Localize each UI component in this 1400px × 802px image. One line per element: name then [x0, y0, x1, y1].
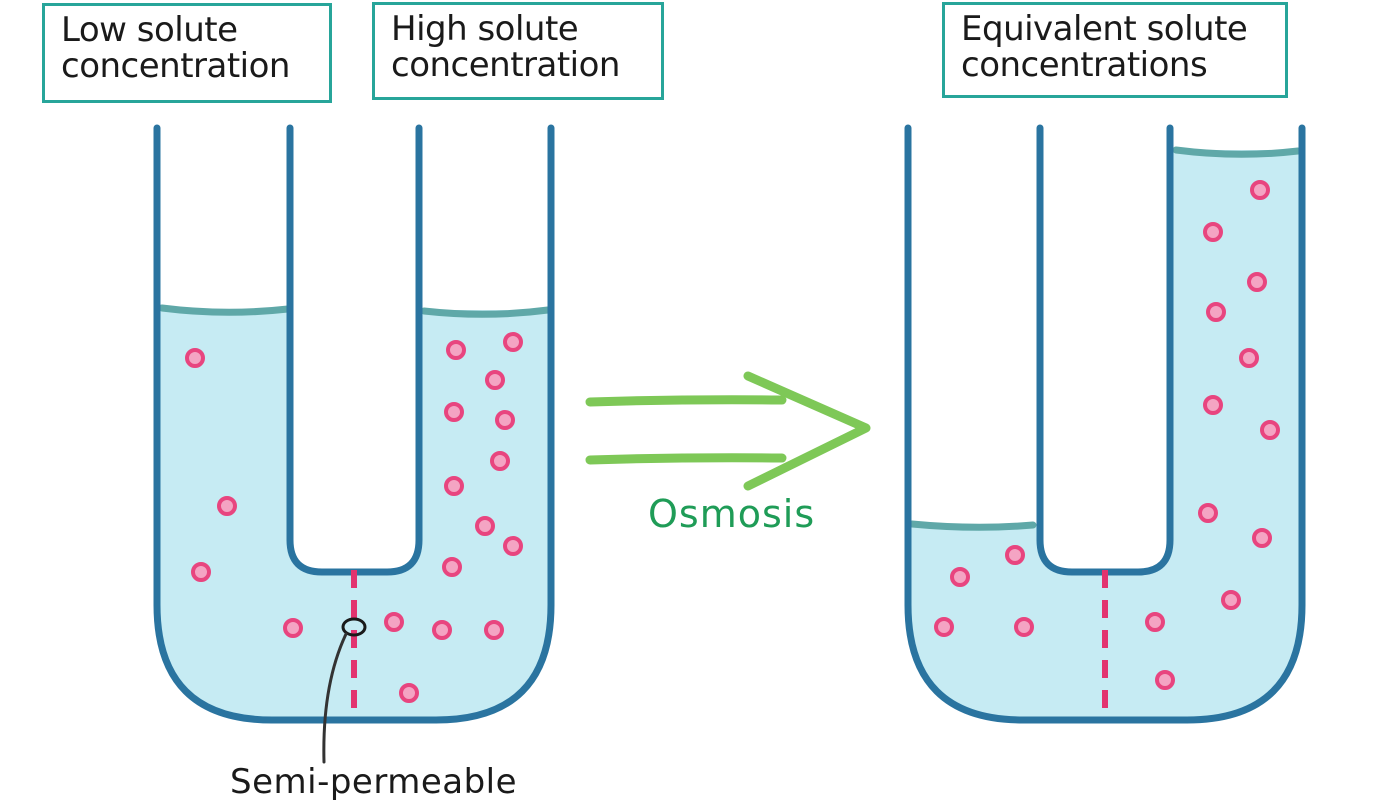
solute-particle: [191, 562, 211, 582]
solute-particle: [934, 617, 954, 637]
equivalent-concentration-label: Equivalent solute concentrations: [942, 2, 1288, 98]
solute-particle: [484, 620, 504, 640]
solute-particle: [490, 451, 510, 471]
label-line: Equivalent solute: [961, 9, 1248, 49]
membrane-callout-circle: [341, 617, 367, 637]
solute-particle: [503, 332, 523, 352]
tube-outer-wall: [904, 124, 1306, 724]
solute-particle: [1203, 395, 1223, 415]
arrow-head: [743, 371, 871, 491]
solute-particle: [1221, 590, 1241, 610]
liquid-after: [908, 150, 1302, 720]
solute-particle: [495, 410, 515, 430]
solute-particle: [1250, 180, 1270, 200]
solute-particle: [185, 348, 205, 368]
meniscus-left: [158, 304, 292, 316]
solute-particles-before: [185, 332, 523, 703]
osmosis-arrow: [585, 371, 871, 491]
solute-particle: [399, 683, 419, 703]
solute-particle: [283, 618, 303, 638]
solute-particle: [1239, 348, 1259, 368]
solute-particle: [1260, 420, 1280, 440]
tube-inner-wall: [286, 124, 423, 576]
solute-particle: [384, 612, 404, 632]
membrane-callout-line: [322, 632, 348, 764]
label-line: concentrations: [961, 45, 1208, 85]
solute-particle: [1203, 222, 1223, 242]
solute-particles-after: [934, 180, 1280, 690]
u-tube-before: [153, 124, 555, 764]
solute-particle: [1155, 670, 1175, 690]
solute-particle: [217, 496, 237, 516]
arrow-shaft-bottom: [585, 453, 787, 465]
solute-particle: [1247, 272, 1267, 292]
solute-particle: [475, 516, 495, 536]
solute-particle: [444, 402, 464, 422]
u-tube-after: [904, 124, 1306, 724]
solute-particle: [950, 567, 970, 587]
solute-particle: [1206, 302, 1226, 322]
meniscus-right: [1172, 146, 1302, 158]
osmosis-label: Osmosis: [648, 492, 816, 536]
tube-outer-wall: [153, 124, 555, 724]
semi-permeable-label: Semi-permeable: [230, 762, 518, 802]
meniscus-right: [420, 306, 552, 318]
label-line: concentration: [61, 46, 290, 86]
solute-particle: [1014, 617, 1034, 637]
solute-particle: [1005, 545, 1025, 565]
solute-particle: [432, 620, 452, 640]
solute-particle: [503, 536, 523, 556]
solute-particle: [1145, 612, 1165, 632]
solute-particle: [1198, 503, 1218, 523]
solute-particle: [442, 557, 462, 577]
label-line: concentration: [391, 45, 620, 85]
high-concentration-label: High solute concentration: [372, 2, 664, 100]
solute-particle: [446, 340, 466, 360]
label-line: High solute: [391, 9, 579, 49]
meniscus-left: [908, 520, 1037, 531]
arrow-shaft-top: [585, 395, 787, 407]
tube-inner-wall: [1036, 124, 1174, 576]
solute-particle: [444, 476, 464, 496]
label-line: Low solute: [61, 10, 238, 50]
solute-particle: [1252, 528, 1272, 548]
solute-particle: [485, 370, 505, 390]
low-concentration-label: Low solute concentration: [42, 3, 332, 103]
